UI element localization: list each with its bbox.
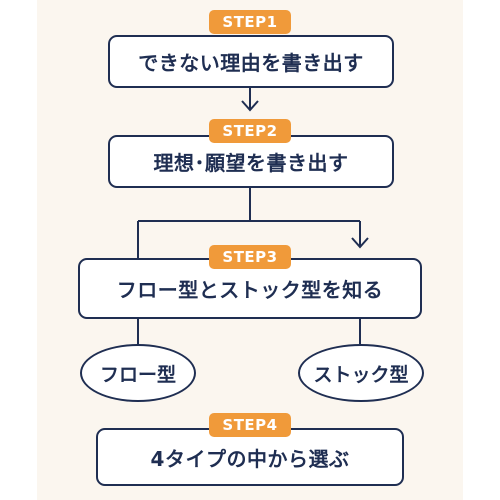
step3-label: フロー型とストック型を知る [116,278,384,302]
stock-type-label: ストック型 [313,363,409,386]
flow-type-pill: フロー型 [80,344,196,402]
step2-badge: STEP2 [209,119,291,143]
step2-label: 理想･願望を書き出す [153,151,349,175]
step2-box: 理想･願望を書き出す [108,135,394,188]
flow-type-label: フロー型 [99,363,176,386]
step1-badge: STEP1 [209,10,291,34]
step4-label: 4タイプの中から選ぶ [150,446,350,471]
step1-label: できない理由を書き出す [138,51,364,75]
stock-type-pill: ストック型 [298,344,424,402]
arrowhead-step3 [351,237,369,249]
step4-badge: STEP4 [209,413,291,437]
step4-box: 4タイプの中から選ぶ [96,428,404,486]
arrowhead-step2 [241,100,259,112]
step1-box: できない理由を書き出す [108,35,394,88]
step3-badge: STEP3 [209,245,291,269]
